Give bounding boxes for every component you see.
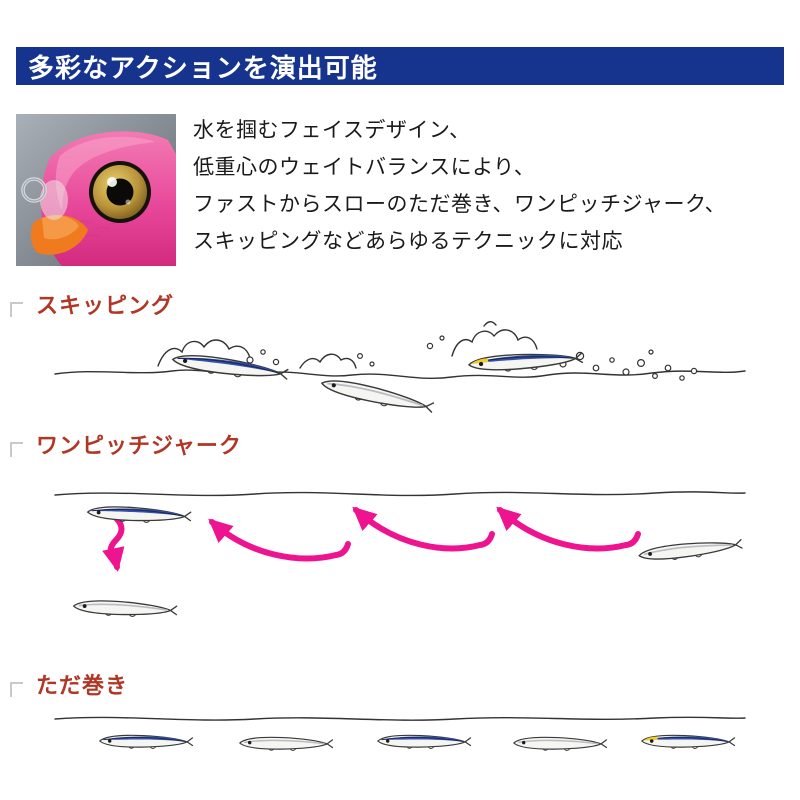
section-header-bar: 多彩なアクションを演出可能: [16, 47, 784, 85]
one-pitch-jerk-illustration: [54, 491, 746, 619]
sweep-arrow: [208, 518, 351, 562]
orange-chin-highlight: [42, 215, 79, 240]
section-label-skipping: スキッピング: [36, 288, 174, 320]
fish-lure-icon: [319, 375, 436, 417]
corner-mark-skipping: [10, 302, 23, 317]
intro-line-1: 水を掴むフェイスデザイン、: [193, 118, 471, 142]
fish-lure-icon: [513, 736, 608, 752]
fish-lure-icon: [72, 598, 178, 619]
lure-photo: [16, 114, 176, 266]
water-surface-lines: [54, 321, 746, 380]
intro-text: 水を掴むフェイスデザイン、 低重心のウェイトバランスにより、 ファストからスロー…: [193, 112, 726, 260]
fish-lure-icon: [170, 351, 289, 384]
section-label-text: ワンピッチジャーク: [36, 434, 242, 459]
corner-mark-one-pitch-jerk: [10, 442, 23, 457]
eye-highlight: [107, 177, 117, 187]
lure-sheen: [55, 136, 156, 210]
water-surface-line: [54, 491, 746, 497]
fish-lure-icon: [468, 350, 582, 374]
sweep-arrow: [352, 506, 495, 552]
fish-lure-icon: [377, 734, 472, 750]
section-label-one-pitch-jerk: ワンピッチジャーク: [36, 428, 242, 460]
intro-line-2: 低重心のウェイトバランスにより、: [193, 155, 536, 179]
straight-retrieve-illustration: [54, 716, 746, 752]
line-eyelet-shadow: [22, 178, 46, 202]
fish-lure-icon: [642, 735, 735, 748]
lure-photo-image: [16, 114, 176, 266]
splash-bubbles: [246, 335, 698, 381]
eye-highlight-small: [125, 199, 131, 205]
intro-line-3: ファストからスローのただ巻き、ワンピッチジャーク、: [193, 192, 727, 216]
snout-highlight: [40, 180, 68, 220]
fish-lure-icon: [239, 736, 334, 752]
water-surface-line: [54, 716, 746, 721]
skipping-illustration: [54, 321, 746, 417]
sweep-arrow: [496, 506, 641, 552]
fish-lure-icon: [86, 505, 192, 525]
jerk-motion-arrows: [102, 506, 641, 572]
section-label-text: スキッピング: [36, 294, 175, 319]
scale-pattern: [75, 220, 129, 239]
section-label-text: ただ巻き: [36, 674, 129, 699]
page-title: 多彩なアクションを演出可能: [28, 53, 378, 84]
intro-line-4: スキッピングなどあらゆるテクニックに対応: [193, 229, 623, 253]
section-label-straight-retrieve: ただ巻き: [36, 668, 128, 700]
fish-lure-icon: [99, 734, 194, 750]
corner-mark-straight-retrieve: [10, 682, 23, 697]
fish-lure-icon: [637, 536, 744, 565]
down-squiggle-arrow: [102, 515, 125, 572]
